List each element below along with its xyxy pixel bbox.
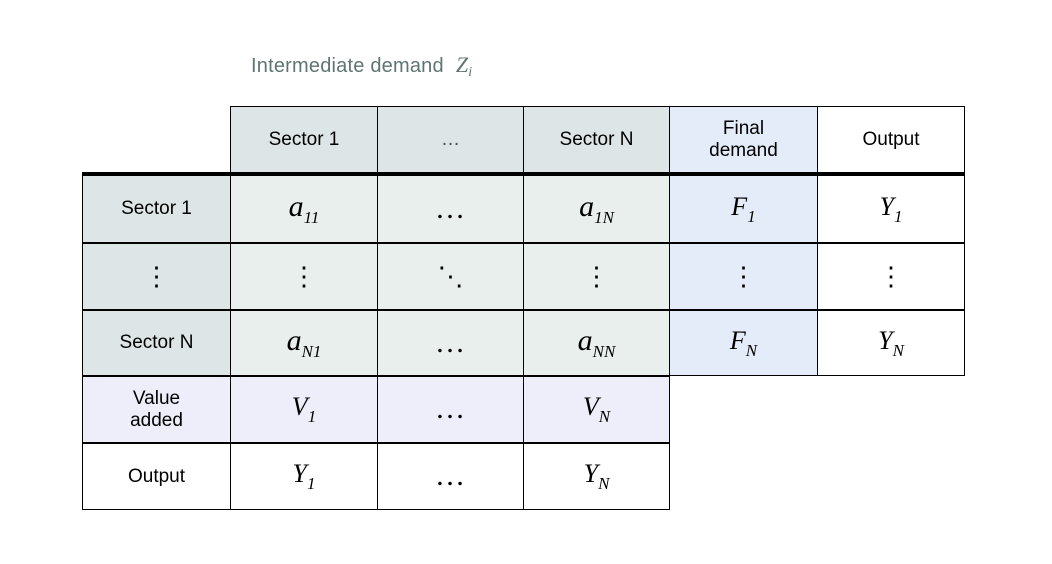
- diagram-title: Intermediate demand Zi: [251, 52, 472, 81]
- vdots-icon: ⋮: [143, 261, 170, 291]
- cell-math: a11: [288, 190, 320, 228]
- diagram-title-text: Intermediate demand: [251, 55, 444, 77]
- row-header-label: Sector N: [119, 332, 194, 354]
- cell-math: Y1: [879, 191, 903, 226]
- column-header-ellipsis: …: [377, 106, 524, 173]
- table-cell-row2-col1-vdots: ⋮: [230, 243, 378, 310]
- table-cell-row3-ellipsis: …: [377, 310, 524, 376]
- row-header-label: Sector 1: [121, 198, 192, 220]
- table-cell-row1-ellipsis: …: [377, 173, 524, 243]
- column-header-label: Output: [862, 128, 920, 150]
- table-cell-YN-row5: YN: [523, 443, 670, 510]
- cell-math: VN: [582, 392, 611, 427]
- row-header-label: Output: [127, 465, 186, 487]
- row-header-output: Output: [82, 443, 231, 510]
- column-header-output: Output: [817, 106, 965, 173]
- vdots-icon: ⋮: [291, 261, 317, 291]
- table-cell-row2-col3-vdots: ⋮: [523, 243, 670, 310]
- column-header-label: Sector N: [559, 128, 634, 150]
- row-header-value-added: Value added: [82, 376, 231, 443]
- table-cell-VN: VN: [523, 376, 670, 443]
- row-header-label-line1: Value: [132, 387, 181, 409]
- table-cell-Y1-row1: Y1: [817, 173, 965, 243]
- vdots-icon: ⋮: [583, 261, 610, 291]
- input-output-table: Sector 1 … Sector N Final demand Output …: [82, 106, 965, 511]
- cell-ellipsis: …: [435, 459, 466, 493]
- header-body-separator-rule: [82, 172, 965, 175]
- cell-math: YN: [878, 325, 904, 360]
- vdots-icon: ⋮: [878, 261, 904, 291]
- table-cell-aN1: aN1: [230, 310, 378, 376]
- column-header-final-demand: Final demand: [669, 106, 818, 173]
- table-cell-aNN: aNN: [523, 310, 670, 376]
- intermediate-demand-symbol: Zi: [455, 52, 473, 80]
- column-header-label-line1: Final: [722, 117, 765, 139]
- table-cell-FN: FN: [669, 310, 818, 376]
- table-cell-V1: V1: [230, 376, 378, 443]
- table-cell-value-added-ellipsis: …: [377, 376, 524, 443]
- cell-math: F1: [731, 191, 756, 226]
- table-cell-YN-row3: YN: [817, 310, 965, 376]
- column-header-sector-1: Sector 1: [230, 106, 378, 173]
- table-cell-row2-output-vdots: ⋮: [817, 243, 965, 310]
- vdots-icon: ⋮: [730, 261, 757, 291]
- table-cell-output-row-ellipsis: …: [377, 443, 524, 510]
- table-cell-a1N: a1N: [523, 173, 670, 243]
- table-cell-Y1-row5: Y1: [230, 443, 378, 510]
- cell-math: Y1: [292, 459, 316, 494]
- column-header-label: Sector 1: [268, 128, 340, 150]
- cell-math: a1N: [579, 190, 614, 228]
- column-header-label: …: [441, 128, 460, 150]
- table-cell-row2-col2-ddots: ⋱: [377, 243, 524, 310]
- symbol-z: Z: [455, 52, 469, 77]
- row-header-vdots: ⋮: [82, 243, 231, 310]
- cell-math: aNN: [577, 324, 616, 362]
- cell-ellipsis: …: [435, 191, 466, 225]
- cell-math: aN1: [286, 324, 322, 362]
- cell-math: V1: [291, 392, 317, 427]
- cell-math: YN: [583, 459, 610, 494]
- ddots-icon: ⋱: [437, 261, 464, 291]
- cell-ellipsis: …: [435, 325, 466, 359]
- column-header-label-line2: demand: [709, 139, 778, 161]
- column-header-sector-n: Sector N: [523, 106, 670, 173]
- cell-math: FN: [729, 325, 758, 360]
- table-cell-F1: F1: [669, 173, 818, 243]
- row-header-label-line2: added: [130, 409, 183, 431]
- row-header-sector-n: Sector N: [82, 310, 231, 376]
- symbol-z-subscript: i: [468, 65, 473, 80]
- cell-ellipsis: …: [435, 392, 466, 426]
- row-header-sector-1: Sector 1: [82, 173, 231, 243]
- table-cell-row2-final-demand-vdots: ⋮: [669, 243, 818, 310]
- table-cell-a11: a11: [230, 173, 378, 243]
